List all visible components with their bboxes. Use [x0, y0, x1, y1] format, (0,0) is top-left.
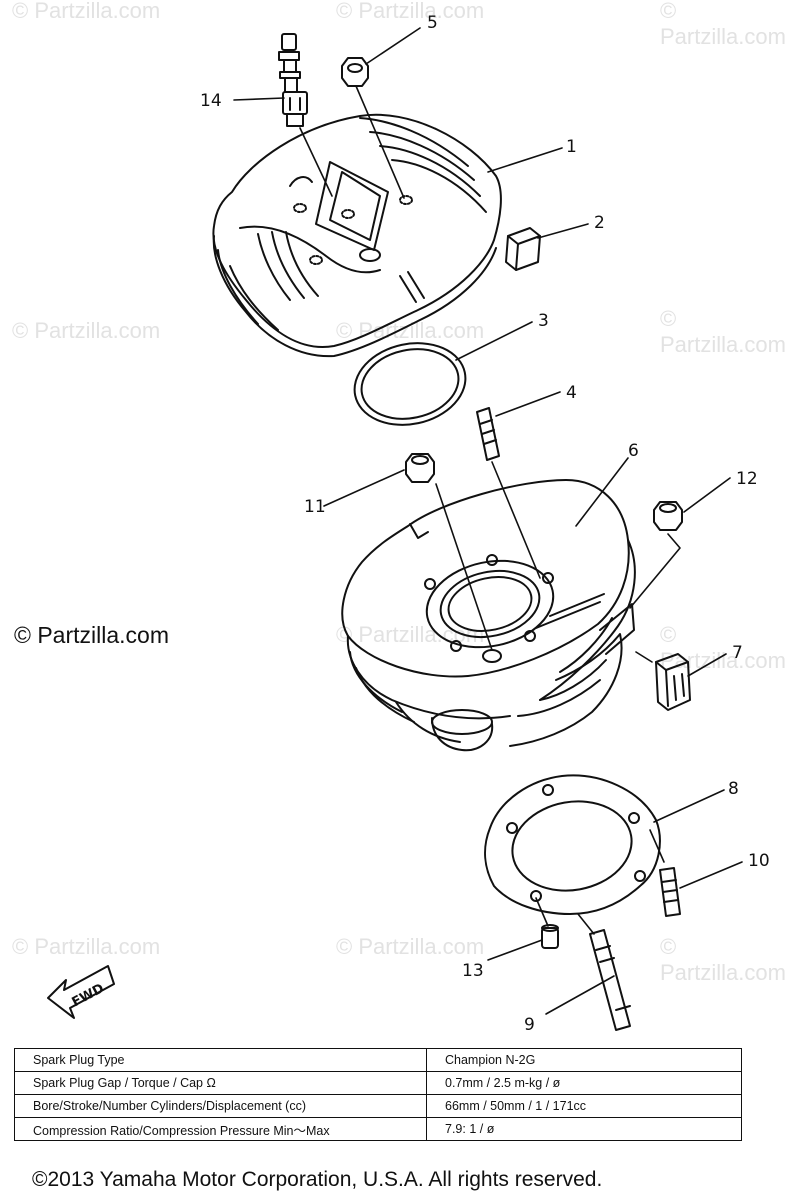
table-row: Bore/Stroke/Number Cylinders/Displacemen…: [14, 1094, 742, 1118]
spec-label: Spark Plug Gap / Torque / Cap Ω: [14, 1071, 427, 1095]
cylinder-base-gasket-part: [484, 774, 661, 915]
spec-table: Spark Plug Type Champion N-2G Spark Plug…: [14, 1048, 742, 1141]
spec-value: Champion N-2G: [426, 1048, 742, 1072]
cylinder-head-part: [212, 113, 502, 358]
callout-7: 7: [732, 643, 743, 663]
cap-nut-part: [341, 57, 369, 87]
callout-5: 5: [427, 13, 438, 33]
callout-14: 14: [200, 91, 222, 111]
head-gasket-ring-part: [353, 342, 467, 426]
watermark: © Partzilla.com: [660, 306, 786, 357]
callout-6: 6: [628, 441, 639, 461]
callout-2: 2: [594, 213, 605, 233]
forward-direction-arrow: [47, 965, 115, 1019]
cylinder-part: [341, 479, 636, 752]
spec-label: Spark Plug Type: [14, 1048, 427, 1072]
stud-bolt-part: [476, 407, 500, 461]
cylinder-nut-left-part: [405, 453, 435, 483]
callout-11: 11: [304, 497, 326, 517]
assembly-lines: [299, 85, 681, 935]
table-row: Spark Plug Gap / Torque / Cap Ω 0.7mm / …: [14, 1071, 742, 1095]
forward-label: FWD: [70, 981, 107, 1010]
watermark: © Partzilla.com: [12, 934, 161, 959]
callout-10: 10: [748, 851, 770, 871]
watermark: © Partzilla.com: [336, 0, 485, 23]
callout-1: 1: [566, 137, 577, 157]
callout-12: 12: [736, 469, 758, 489]
dowel-pin-part: [541, 924, 559, 949]
base-stud-part: [659, 867, 681, 917]
exploded-view-drawing: FWD 14 5 1 2 3 4 6 11 12 7 8 10 13 9: [47, 13, 770, 1035]
spec-value: 66mm / 50mm / 1 / 171cc: [426, 1094, 742, 1118]
watermark-side: © Partzilla.com: [14, 622, 169, 648]
watermark: © Partzilla.com: [660, 0, 786, 49]
callout-9: 9: [524, 1015, 535, 1035]
callout-13: 13: [462, 961, 484, 981]
leader-lines: [233, 27, 743, 1015]
watermark: © Partzilla.com: [12, 318, 161, 343]
long-stud-part: [589, 929, 631, 1031]
copyright-notice: ©2013 Yamaha Motor Corporation, U.S.A. A…: [32, 1168, 603, 1191]
callout-8: 8: [728, 779, 739, 799]
head-damper-part: [505, 227, 541, 271]
spec-value: 0.7mm / 2.5 m-kg / ø: [426, 1071, 742, 1095]
cylinder-damper-part: [655, 653, 691, 711]
watermark: © Partzilla.com: [660, 622, 786, 673]
watermark: © Partzilla.com: [336, 318, 485, 343]
callout-3: 3: [538, 311, 549, 331]
spark-plug-part: [278, 33, 308, 127]
spec-label: Bore/Stroke/Number Cylinders/Displacemen…: [14, 1094, 427, 1118]
spec-label: Compression Ratio/Compression Pressure M…: [14, 1117, 427, 1141]
watermark: © Partzilla.com: [336, 934, 485, 959]
watermark: © Partzilla.com: [660, 934, 786, 985]
cylinder-nut-right-part: [653, 501, 683, 531]
table-row: Spark Plug Type Champion N-2G: [14, 1048, 742, 1072]
watermark: © Partzilla.com: [12, 0, 161, 23]
spec-value: 7.9: 1 / ø: [426, 1117, 742, 1141]
table-row: Compression Ratio/Compression Pressure M…: [14, 1117, 742, 1141]
callout-4: 4: [566, 383, 577, 403]
